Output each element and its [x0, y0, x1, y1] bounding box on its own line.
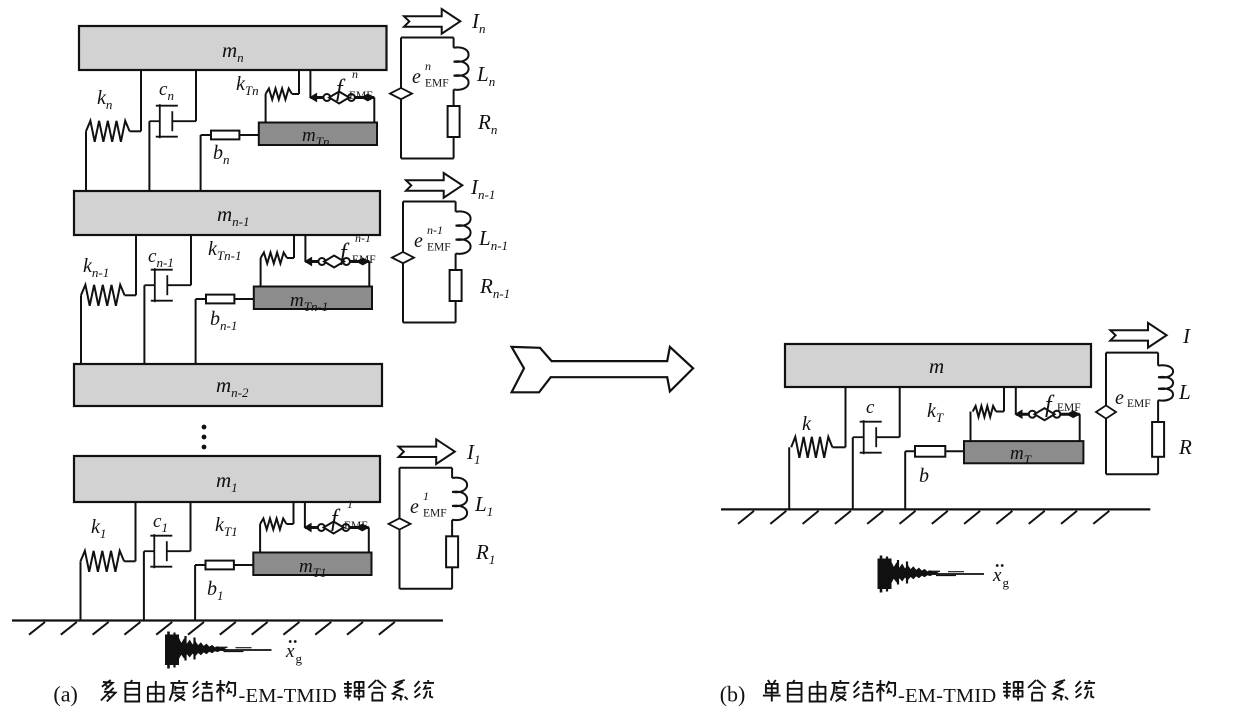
svg-text:(b): (b) [720, 682, 746, 707]
svg-text:EMF: EMF [427, 242, 451, 254]
svg-text:f: f [331, 506, 341, 532]
svg-text:e: e [412, 66, 421, 88]
svg-text:1: 1 [347, 497, 353, 511]
svg-text:I: I [1182, 324, 1191, 348]
svg-text:EMF: EMF [352, 254, 376, 266]
svg-text:-EM-TMID: -EM-TMID [239, 685, 337, 707]
svg-text:m: m [929, 354, 944, 378]
svg-text:EMF: EMF [1057, 402, 1081, 414]
svg-text:n-1: n-1 [427, 223, 443, 237]
svg-text:f: f [340, 240, 350, 266]
svg-text:g: g [296, 651, 303, 666]
svg-text:Rn-1: Rn-1 [479, 274, 510, 301]
svg-text:g: g [1003, 575, 1010, 590]
svg-text:x: x [992, 565, 1002, 586]
svg-text:EMF: EMF [425, 78, 449, 90]
svg-text:c: c [866, 397, 875, 418]
svg-text:1: 1 [423, 489, 429, 503]
svg-text:n: n [352, 67, 358, 81]
svg-text:x: x [285, 641, 295, 662]
svg-text:e: e [410, 496, 419, 518]
svg-text:k: k [802, 413, 812, 435]
svg-text:EMF: EMF [349, 90, 373, 102]
svg-text:(a): (a) [53, 682, 77, 707]
svg-text:EMF: EMF [344, 520, 368, 532]
svg-text:e: e [1115, 387, 1124, 409]
svg-text:-EM-TMID: -EM-TMID [898, 685, 996, 707]
svg-text:EMF: EMF [423, 508, 447, 520]
svg-text:L: L [1178, 380, 1191, 404]
svg-text:n: n [425, 59, 431, 73]
svg-text:f: f [336, 76, 346, 102]
svg-text:R: R [1178, 435, 1192, 459]
svg-text:b: b [919, 465, 929, 487]
svg-text:e: e [414, 230, 423, 252]
svg-text:EMF: EMF [1127, 398, 1151, 410]
svg-text:n-1: n-1 [355, 231, 371, 245]
svg-text:f: f [1045, 392, 1055, 418]
